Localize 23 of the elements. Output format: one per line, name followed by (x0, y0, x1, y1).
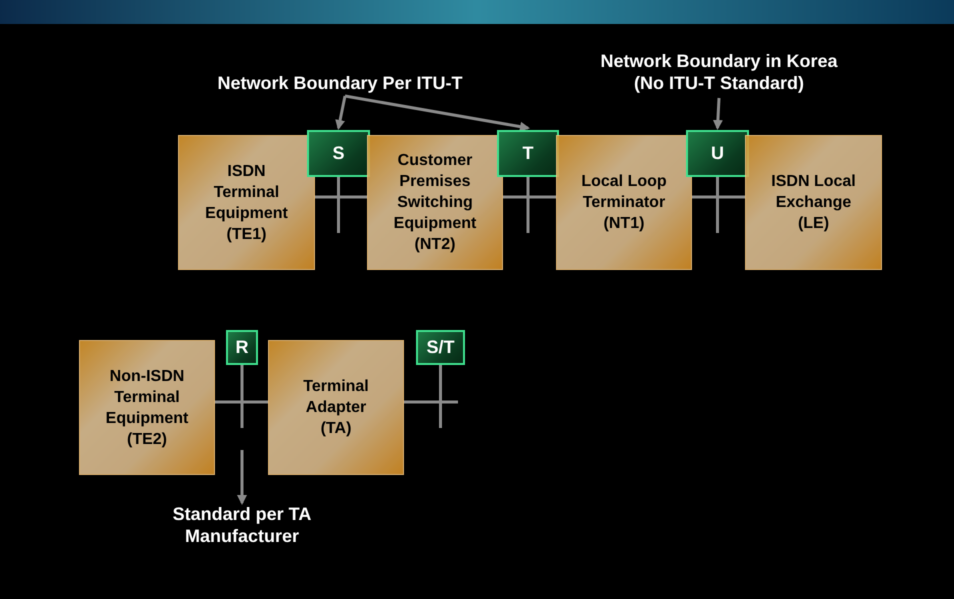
annotation-text: Network Boundary Per ITU-T (190, 72, 490, 96)
reference-point-label: U (686, 130, 749, 177)
arrow (344, 94, 530, 132)
equipment-box: Local Loop Terminator (NT1) (556, 135, 692, 270)
equipment-box: Terminal Adapter (TA) (268, 340, 404, 475)
connection-line (315, 196, 367, 198)
equipment-box: Non-ISDN Terminal Equipment (TE2) (79, 340, 215, 475)
annotation-text: Standard per TA Manufacturer (132, 503, 352, 549)
equipment-box: Customer Premises Switching Equipment (NT2) (367, 135, 503, 270)
connection-line (692, 196, 745, 198)
reference-point-label: R (226, 330, 258, 365)
connection-line (404, 400, 458, 404)
reference-point-label: S/T (416, 330, 465, 365)
equipment-box: ISDN Local Exchange (LE) (745, 135, 882, 270)
arrow (712, 98, 723, 130)
connection-line (215, 400, 268, 404)
equipment-box: ISDN Terminal Equipment (TE1) (178, 135, 315, 270)
reference-point-label: S (307, 130, 370, 177)
reference-point-label: T (497, 130, 559, 177)
arrow (335, 96, 346, 130)
annotation-text: Network Boundary in Korea (No ITU-T Standard) (589, 50, 849, 98)
connection-line (503, 196, 556, 198)
arrow (237, 450, 247, 505)
